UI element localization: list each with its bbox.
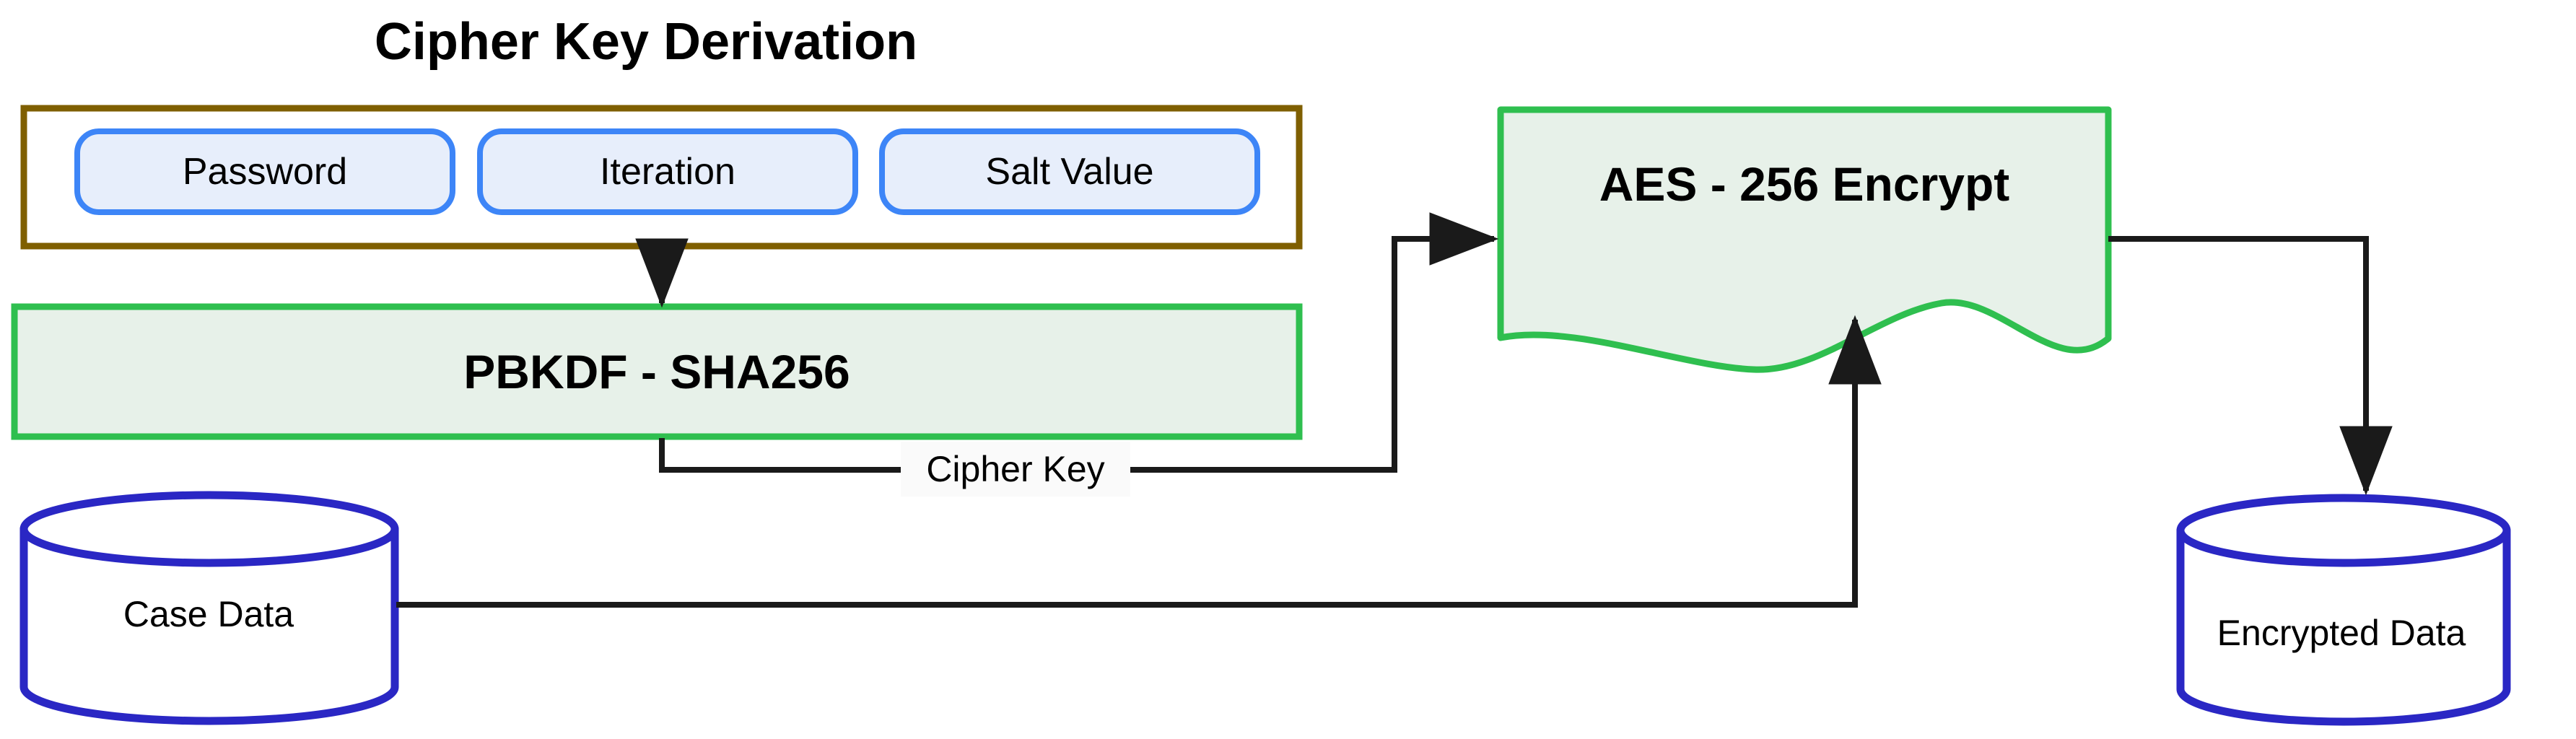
- edge-pbkdf-to-aes-cipher-key: [659, 212, 1499, 473]
- chip-iteration[interactable]: [477, 128, 858, 215]
- node-encrypted-data[interactable]: [2176, 494, 2511, 726]
- node-aes-256-encrypt[interactable]: [1497, 106, 2112, 373]
- chip-salt-value[interactable]: [879, 128, 1260, 215]
- chip-password[interactable]: [74, 128, 455, 215]
- node-case-data[interactable]: [19, 491, 399, 725]
- node-pbkdf-sha256[interactable]: [11, 303, 1303, 440]
- edge-aes-to-encrypted-data: [2108, 236, 2393, 496]
- edge-case-data-to-aes: [396, 315, 1882, 608]
